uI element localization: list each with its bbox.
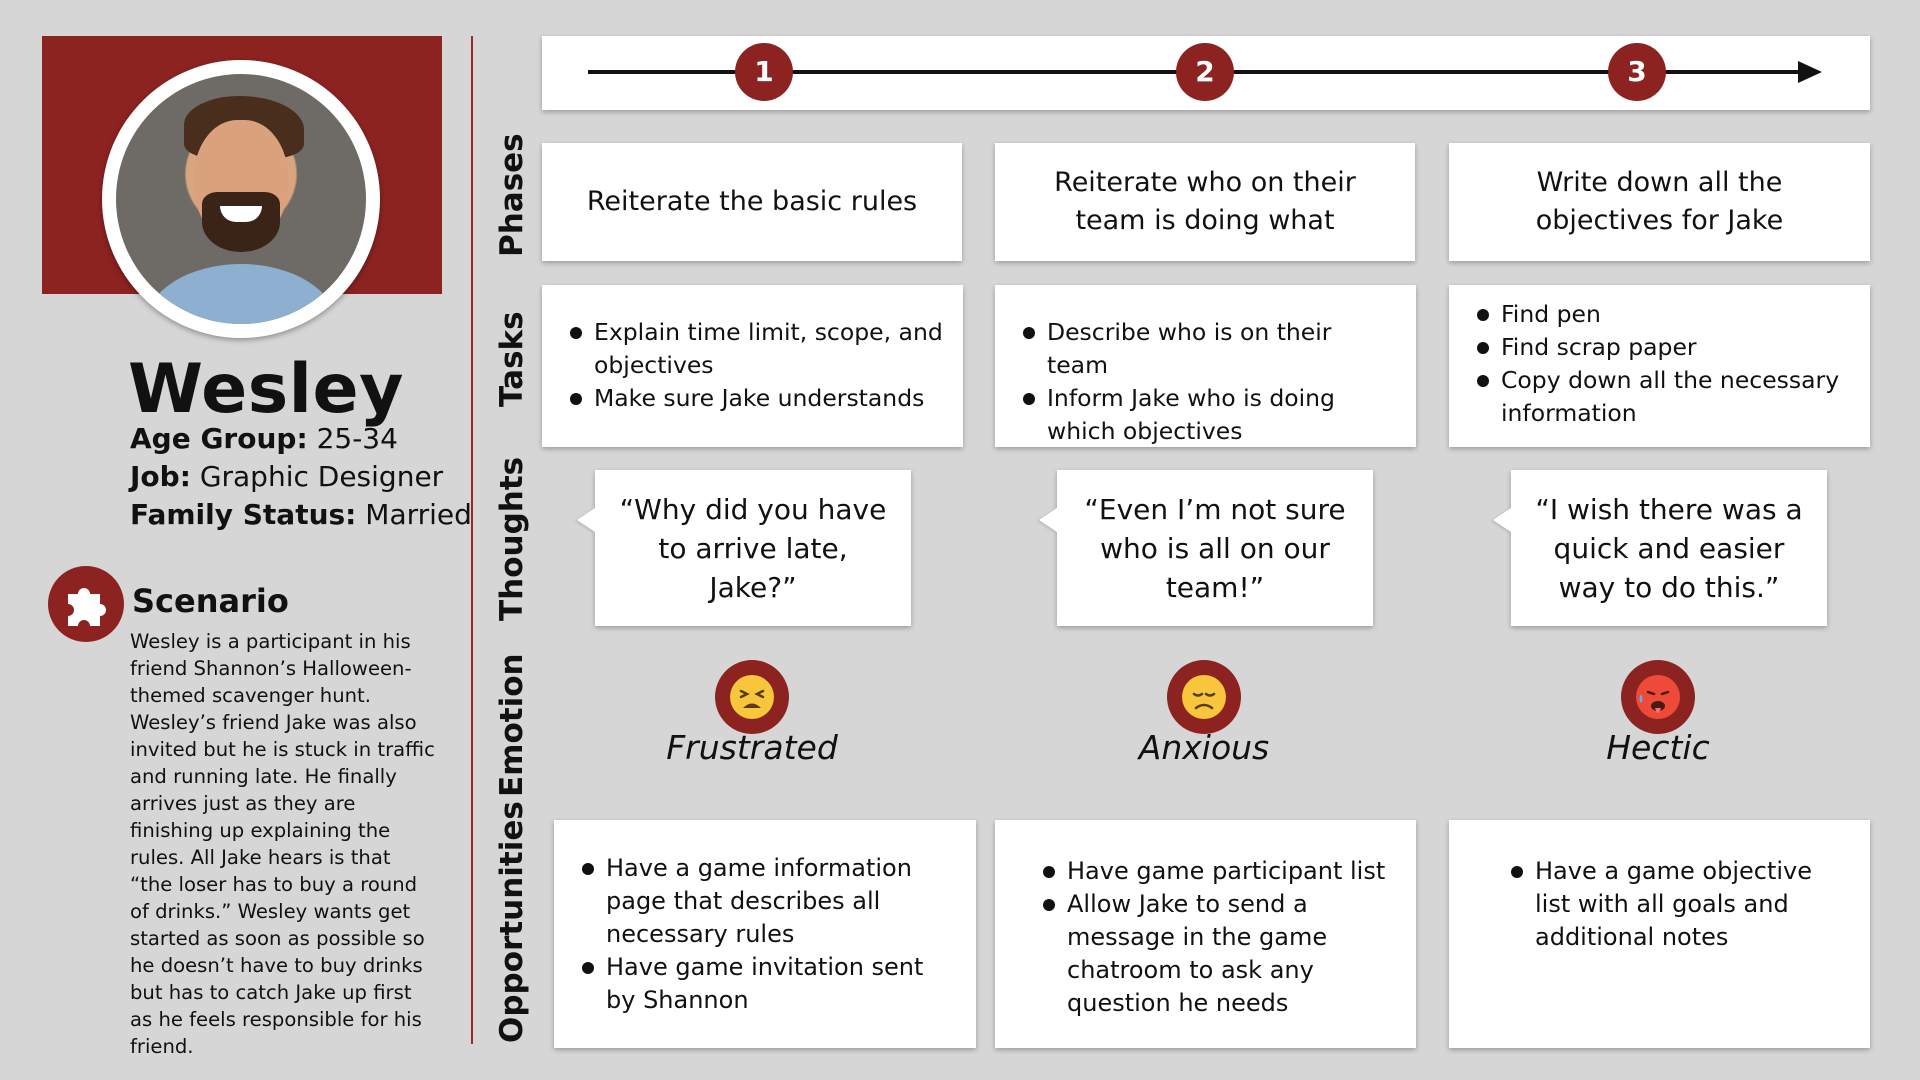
row-label-tasks: Tasks (494, 311, 530, 407)
persona-family-status: Family Status: Married (130, 498, 472, 531)
scenario-title: Scenario (132, 582, 289, 620)
list-item: Allow Jake to send a message in the game… (1043, 888, 1396, 1020)
persona-name: Wesley (128, 350, 404, 429)
phase-card-1: Reiterate the basic rules (542, 143, 962, 261)
opportunity-card-1: Have a game information page that descri… (554, 820, 976, 1048)
row-label-phases: Phases (494, 133, 530, 257)
divider (471, 36, 473, 1044)
list-item: Copy down all the necessary information (1477, 364, 1850, 430)
arrow-right-icon (1798, 61, 1822, 83)
list-item: Find pen (1477, 298, 1850, 331)
list-item: Have game invitation sent by Shannon (582, 951, 956, 1017)
hot-face-icon (1621, 660, 1695, 734)
thought-bubble-3: “I wish there was a quick and easier way… (1511, 470, 1827, 626)
thought-bubble-2: “Even I’m not sure who is all on our tea… (1057, 470, 1373, 626)
list-item: Have game participant list (1043, 855, 1396, 888)
list-item: Explain time limit, scope, and objective… (570, 316, 943, 382)
list-item: Find scrap paper (1477, 331, 1850, 364)
phase-card-2: Reiterate who on their team is doing wha… (995, 143, 1415, 261)
opportunity-card-3: Have a game objective list with all goal… (1449, 820, 1870, 1048)
task-card-1: Explain time limit, scope, and objective… (542, 285, 963, 447)
scenario-text: Wesley is a participant in his friend Sh… (130, 630, 435, 1058)
emotion-label-3: Hectic (1606, 728, 1710, 767)
phase-marker-3: 3 (1608, 43, 1666, 101)
list-item: Make sure Jake understands (570, 382, 943, 415)
phase-marker-2: 2 (1176, 43, 1234, 101)
avatar (116, 74, 366, 324)
emotion-label-2: Anxious (1138, 728, 1270, 767)
persona-age: Age Group: 25-34 (130, 422, 398, 455)
list-item: Have a game information page that descri… (582, 852, 956, 951)
row-label-emotion: Emotion (494, 653, 530, 797)
row-label-opportunities: Opportunities (494, 801, 530, 1043)
puzzle-piece-icon (48, 566, 124, 642)
persona-job: Job: Graphic Designer (130, 460, 444, 493)
disappointed-face-icon (1167, 660, 1241, 734)
emotion-label-1: Frustrated (666, 728, 838, 767)
tired-face-icon (715, 660, 789, 734)
list-item: Inform Jake who is doing which objective… (1023, 382, 1396, 448)
opportunity-card-2: Have game participant list Allow Jake to… (995, 820, 1416, 1048)
phase-marker-1: 1 (735, 43, 793, 101)
list-item: Have a game objective list with all goal… (1511, 855, 1850, 954)
row-label-thoughts: Thoughts (494, 456, 530, 621)
task-card-3: Find pen Find scrap paper Copy down all … (1449, 285, 1870, 447)
task-card-2: Describe who is on their team Inform Jak… (995, 285, 1416, 447)
thought-bubble-1: “Why did you have to arrive late, Jake?” (595, 470, 911, 626)
list-item: Describe who is on their team (1023, 316, 1396, 382)
phase-card-3: Write down all the objectives for Jake (1449, 143, 1870, 261)
